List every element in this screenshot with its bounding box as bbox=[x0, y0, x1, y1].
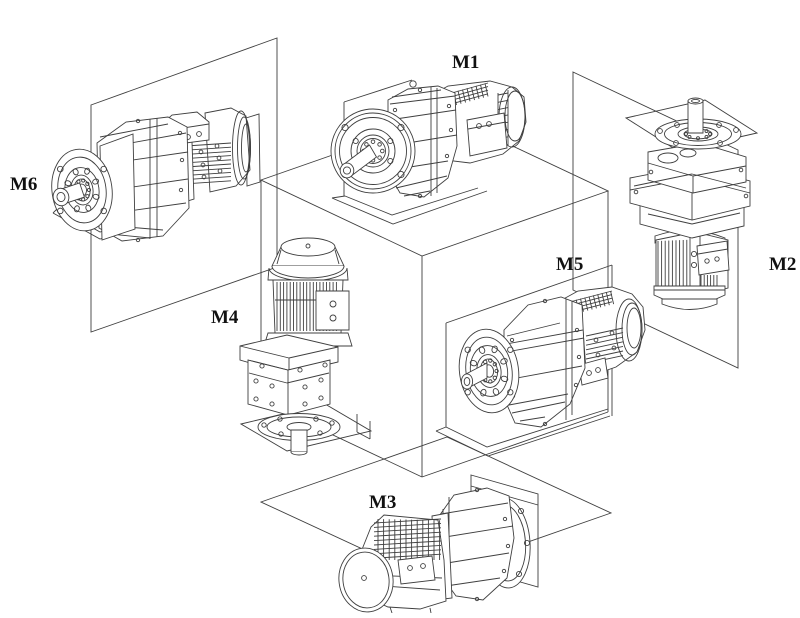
svg-text:M3: M3 bbox=[369, 492, 396, 513]
svg-text:M6: M6 bbox=[10, 174, 37, 195]
svg-text:M1: M1 bbox=[452, 52, 479, 73]
svg-text:M2: M2 bbox=[769, 254, 796, 275]
svg-text:M4: M4 bbox=[211, 307, 239, 328]
svg-text:M5: M5 bbox=[556, 254, 583, 275]
